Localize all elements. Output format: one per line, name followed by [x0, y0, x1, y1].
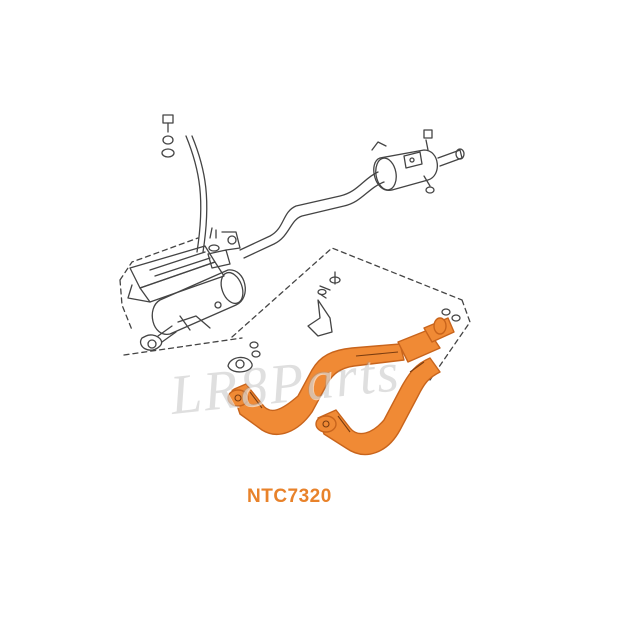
- middle-silencer: [151, 269, 246, 335]
- assembly-boundary-rear: [119, 237, 243, 356]
- rear-silencer: [127, 245, 225, 303]
- center-hanger: [307, 271, 341, 337]
- hanger-strap: [185, 135, 202, 253]
- bolt-head: [162, 114, 174, 124]
- intermediate-pipe-lower: [243, 181, 385, 259]
- inlet-flange: [139, 334, 163, 351]
- top-bolt-stack: [161, 114, 175, 158]
- mount-bracket-left: [207, 227, 241, 269]
- rear-muffler: [371, 129, 465, 194]
- assembly-boundary-front: [231, 247, 471, 381]
- front-gasket: [227, 341, 261, 373]
- washer: [162, 135, 174, 145]
- downpipe-highlight: [227, 317, 455, 456]
- nut: [161, 148, 175, 158]
- right-bolts: [441, 308, 461, 322]
- part-number-label: NTC7320: [247, 486, 332, 507]
- intermediate-pipe-upper: [239, 171, 379, 251]
